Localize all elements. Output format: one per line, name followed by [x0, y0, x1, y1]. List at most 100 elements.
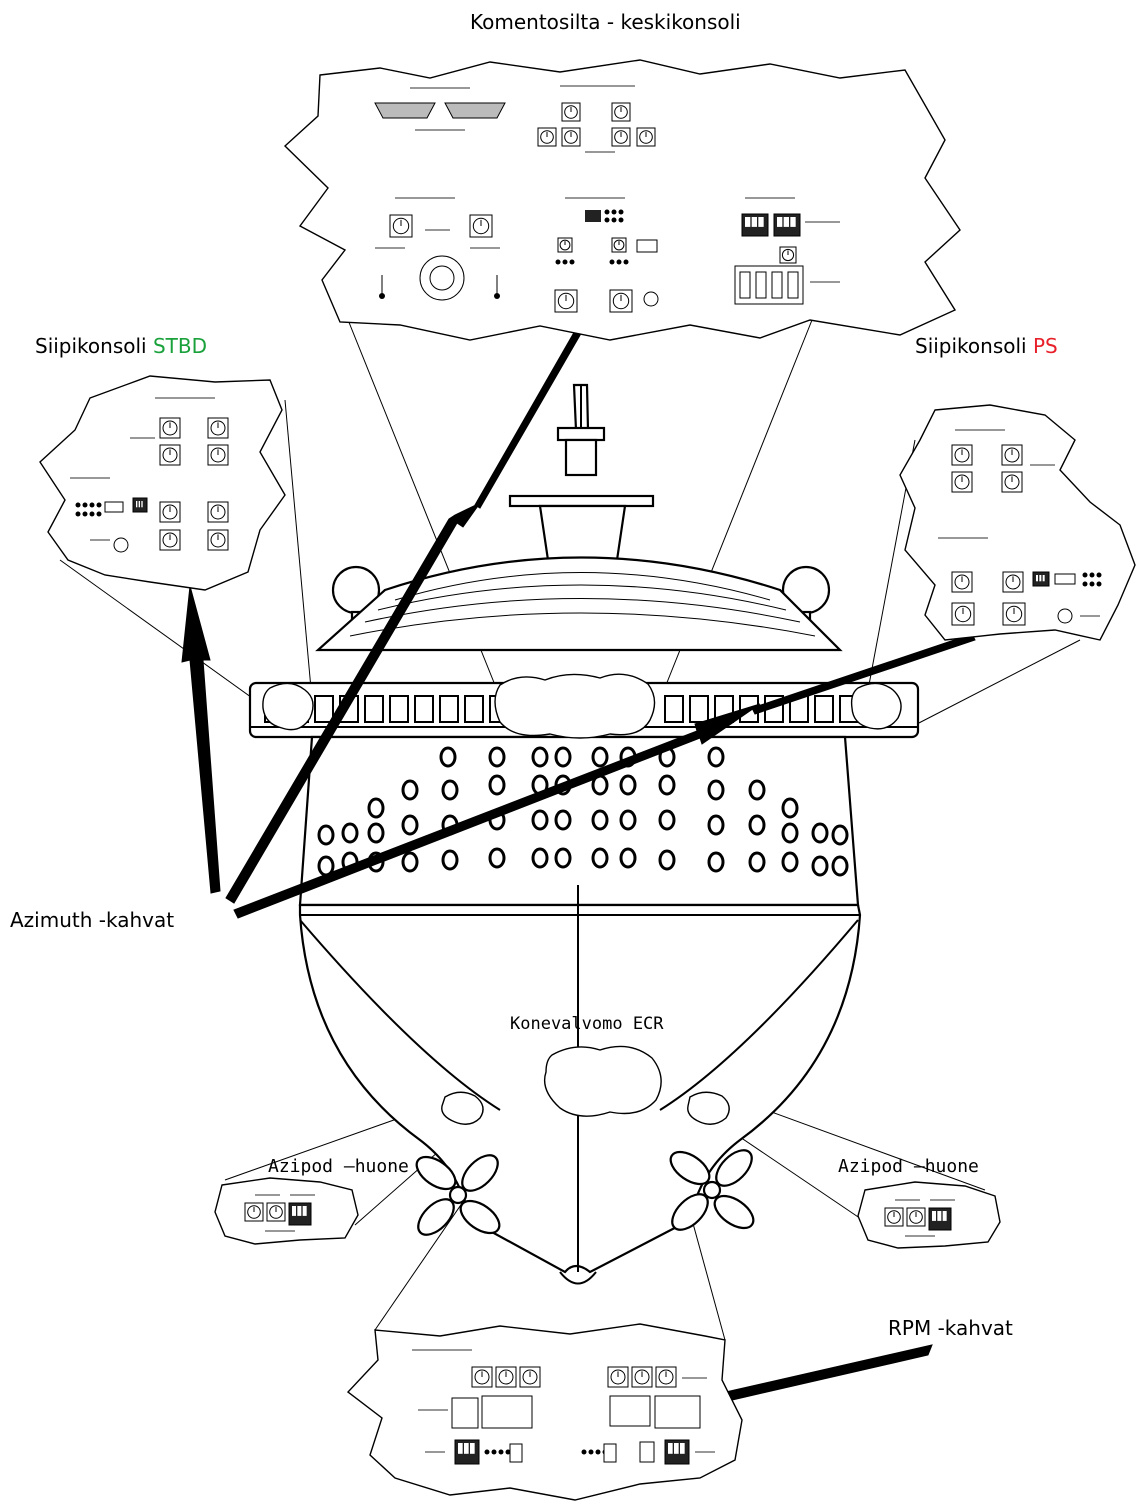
bridge-window: [415, 696, 433, 722]
azimuth-arrow-to-stbd: [182, 586, 220, 893]
ecr-marker: [545, 1046, 662, 1116]
gauge-icon: [472, 1367, 492, 1387]
gauge-icon: [558, 238, 572, 252]
ship-drawing: [250, 385, 918, 1284]
bridge-center-cloud: [285, 60, 960, 340]
control-panel-icon: [774, 214, 800, 236]
gauge-icon: [612, 103, 630, 121]
azipod-right-marker: [688, 1092, 729, 1124]
overhead-display-icon: [375, 103, 435, 118]
bridge-window: [390, 696, 408, 722]
gauge-icon: [780, 247, 796, 263]
bridge-center-title: Komentosilta - keskikonsoli: [470, 12, 741, 32]
indicator-lamp: [90, 503, 95, 508]
gauge-icon: [160, 502, 180, 522]
indicator-lamp: [556, 260, 561, 265]
indicator-lamp: [605, 218, 610, 223]
control-panel-icon: [742, 214, 768, 236]
mode-selector-icon: [585, 210, 601, 222]
azimuth-handles-label: Azimuth -kahvat: [10, 910, 174, 930]
indicator-lamp: [1083, 582, 1088, 587]
gauge-icon: [562, 103, 580, 121]
gauge-icon: [555, 290, 577, 312]
knob-icon: [1058, 609, 1072, 623]
gauge-icon: [208, 502, 228, 522]
bridge-window: [465, 696, 483, 722]
indicator-lamp: [619, 210, 624, 215]
gauge-icon: [208, 418, 228, 438]
indicator-lamp: [619, 218, 624, 223]
indicator-lamp: [612, 210, 617, 215]
indicator-lamp: [1090, 573, 1095, 578]
indicator-lamp: [1090, 582, 1095, 587]
knob-icon: [114, 538, 128, 552]
bridge-window: [365, 696, 383, 722]
indicator-lamp: [83, 512, 88, 517]
azipod-right-cloud: [858, 1182, 1000, 1248]
indicator-lamp: [90, 512, 95, 517]
gauge-icon: [390, 215, 412, 237]
azipod-room-right-label: Azipod —huone: [838, 1158, 979, 1176]
gauge-icon: [267, 1203, 285, 1221]
stbd-wing-cloud: [40, 376, 285, 590]
lever-icon: [604, 1444, 616, 1462]
stbd-side-label: STBD: [153, 334, 207, 358]
bow-thruster-icon: [1055, 574, 1075, 584]
control-panel-icon: [452, 1398, 478, 1428]
indicator-lamp: [1097, 573, 1102, 578]
control-panel-icon: [665, 1440, 689, 1464]
indicator-lamp: [499, 1450, 504, 1455]
indicator-lamp: [83, 503, 88, 508]
gauge-icon: [608, 1367, 628, 1387]
lever-icon: [510, 1444, 522, 1462]
indicator-lamp: [1083, 573, 1088, 578]
stbd-wing-title: Siipikonsoli STBD: [35, 336, 207, 356]
ps-wing-prefix: Siipikonsoli: [915, 334, 1033, 358]
rpm-handles-label: RPM -kahvat: [888, 1318, 1013, 1338]
gauge-icon: [520, 1367, 540, 1387]
indicator-lamp: [612, 218, 617, 223]
bridge-window: [665, 696, 683, 722]
control-panel-icon: [610, 1396, 650, 1426]
indicator-lamp: [596, 1450, 601, 1455]
indicator-lamp: [97, 512, 102, 517]
gauge-icon: [1002, 445, 1022, 465]
ps-wing-marker: [852, 683, 901, 728]
bow-thruster-icon: [105, 502, 123, 512]
stbd-wing-prefix: Siipikonsoli: [35, 334, 153, 358]
gauge-icon: [952, 472, 972, 492]
indicator-lamp: [97, 503, 102, 508]
display-panel-icon: [655, 1396, 700, 1428]
indicator-lamp: [589, 1450, 594, 1455]
indicator-lamp: [492, 1450, 497, 1455]
display-panel-icon: [482, 1396, 532, 1428]
indicator-lamp: [617, 260, 622, 265]
gauge-icon: [637, 128, 655, 146]
ecr-label: Konevalvomo ECR: [510, 1016, 664, 1033]
bridge-center-marker: [495, 674, 655, 738]
gauge-icon: [907, 1208, 925, 1226]
bridge-window: [690, 696, 708, 722]
overhead-display-icon: [445, 103, 505, 118]
gauge-icon: [612, 128, 630, 146]
bridge-window: [815, 696, 833, 722]
control-panel-icon: [289, 1203, 311, 1225]
indicator-lamp: [570, 260, 575, 265]
gauge-icon: [470, 215, 492, 237]
ecr-cloud: [348, 1324, 742, 1500]
gauge-icon: [562, 128, 580, 146]
gauge-icon: [885, 1208, 903, 1226]
ps-side-label: PS: [1033, 334, 1058, 358]
knob-icon: [644, 292, 658, 306]
gauge-icon: [952, 445, 972, 465]
gauge-icon: [952, 603, 974, 625]
control-panel-icon: [455, 1440, 479, 1464]
control-panel-icon: [640, 1442, 654, 1462]
indicator-lamp: [563, 260, 568, 265]
gauge-icon: [1003, 603, 1025, 625]
ps-wing-cloud: [900, 405, 1135, 640]
azimuth-line-to-center-2: [475, 315, 590, 508]
stbd-wing-marker: [263, 683, 313, 729]
gauge-icon: [952, 572, 972, 592]
